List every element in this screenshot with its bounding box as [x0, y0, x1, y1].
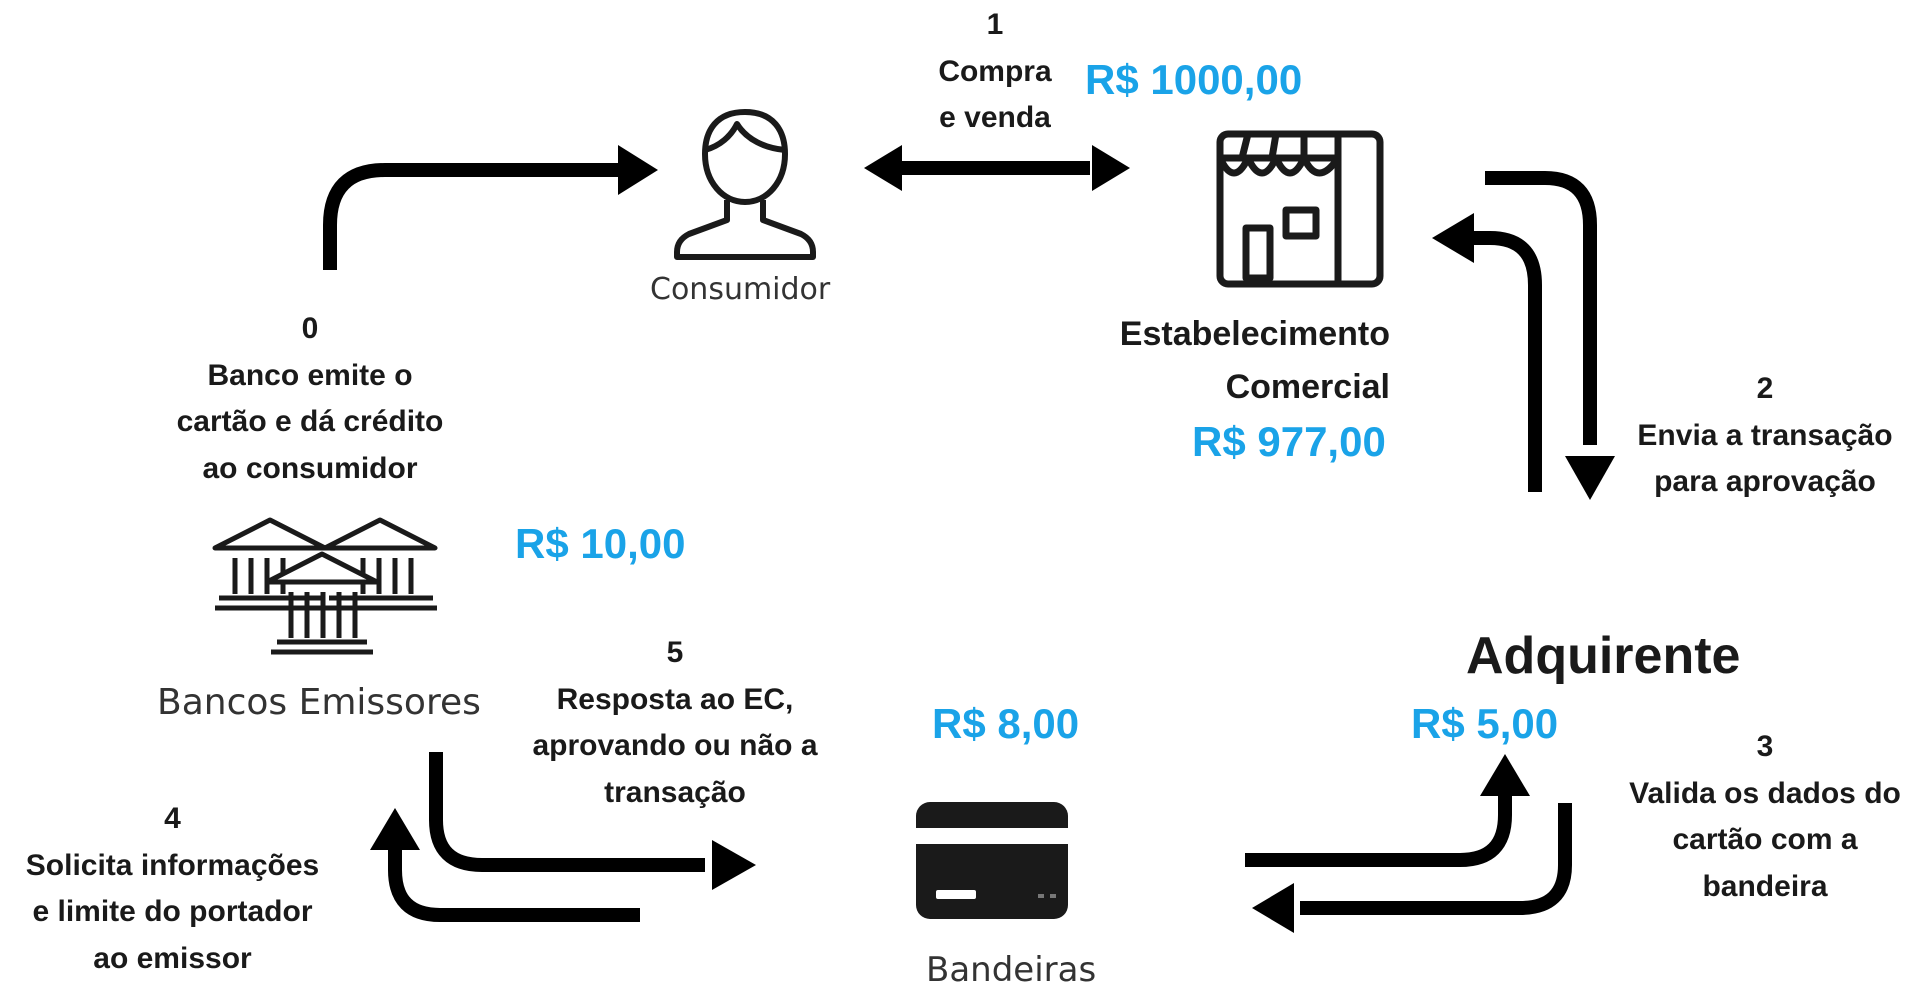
store-icon [1216, 130, 1384, 288]
arrow-brands-to-banks [388, 845, 640, 922]
value-acquirer: R$ 5,00 [1411, 700, 1559, 747]
step-3-line3: bandeira [1702, 869, 1828, 903]
arrowhead-brands-right [712, 840, 756, 890]
acquirer-label: Adquirente [1466, 627, 1741, 685]
step-4-text: 4 Solicita informações e limite do porta… [5, 796, 340, 982]
arrowhead-merchant [1432, 213, 1474, 263]
step-1-number: 1 [986, 8, 1004, 41]
arrowhead-acquirer-up [1480, 754, 1530, 796]
step-5-line2: aprovando ou não a [532, 729, 818, 762]
consumer-label: Consumidor [650, 272, 831, 307]
step-3-line1: Valida os dados do [1629, 776, 1901, 810]
value-brands: R$ 8,00 [932, 700, 1080, 747]
step-0-line1: Banco emite o [207, 358, 413, 392]
step-3-line2: cartão com a [1672, 823, 1858, 856]
arrowhead-merchant-right [1092, 145, 1130, 191]
step-4-number: 4 [164, 802, 181, 835]
step-4-line3: ao emissor [93, 941, 252, 975]
banks-label: Bancos Emissores [157, 682, 481, 723]
value-banks: R$ 10,00 [515, 520, 686, 567]
arrowhead-acquirer-down [1565, 456, 1615, 500]
step-2-number: 2 [1756, 372, 1774, 405]
arrow-banks-to-brands [429, 752, 705, 872]
step-0-number: 0 [301, 312, 319, 345]
arrowhead-brands [1252, 883, 1294, 933]
step-2-line2: para aprovação [1654, 465, 1876, 498]
step-4-line1: Solicita informações [25, 848, 320, 882]
step-0-line2: cartão e dá crédito [176, 405, 444, 438]
arrowhead-consumer-left [864, 145, 902, 191]
step-0-text: 0 Banco emite o cartão e dá crédito ao c… [135, 306, 485, 492]
value-step1: R$ 1000,00 [1085, 56, 1303, 103]
arrowhead-consumer [618, 145, 658, 195]
step-2-line1: Envia a transação [1637, 418, 1893, 452]
bank-buildings-icon [212, 517, 438, 655]
step-1-line2: e venda [939, 101, 1051, 134]
step-1-text: 1 Compra e venda [895, 2, 1095, 142]
merchant-label-line1: Estabelecimento [1119, 315, 1390, 353]
step-3-number: 3 [1756, 730, 1774, 763]
step-4-line2: e limite do portador [32, 895, 313, 928]
merchant-label-line2: Comercial [1225, 367, 1390, 406]
arrow-acquirer-to-brands [1300, 803, 1572, 915]
arrow-brands-to-acquirer [1245, 795, 1512, 867]
step-2-text: 2 Envia a transação para aprovação [1620, 366, 1910, 506]
arrow-acquirer-to-merchant [1470, 231, 1542, 492]
step-1-line1: Compra [938, 54, 1052, 88]
value-merchant: R$ 977,00 [1192, 418, 1386, 465]
arrow-merchant-to-acquirer [1485, 171, 1597, 445]
brands-label: Bandeiras [926, 950, 1097, 990]
step-0-line3: ao consumidor [202, 451, 418, 485]
credit-card-icon [916, 802, 1068, 919]
arrow-bank-to-consumer [323, 163, 620, 270]
arrowhead-banks [370, 808, 420, 850]
step-3-text: 3 Valida os dados do cartão com a bandei… [1615, 724, 1915, 910]
step-5-line3: transação [604, 775, 746, 809]
step-5-line1: Resposta ao EC, [556, 682, 794, 716]
person-icon [674, 109, 816, 260]
merchant-label: Estabelecimento Comercial [1098, 308, 1390, 413]
step-5-number: 5 [666, 636, 684, 669]
step-5-text: 5 Resposta ao EC, aprovando ou não a tra… [510, 630, 840, 816]
